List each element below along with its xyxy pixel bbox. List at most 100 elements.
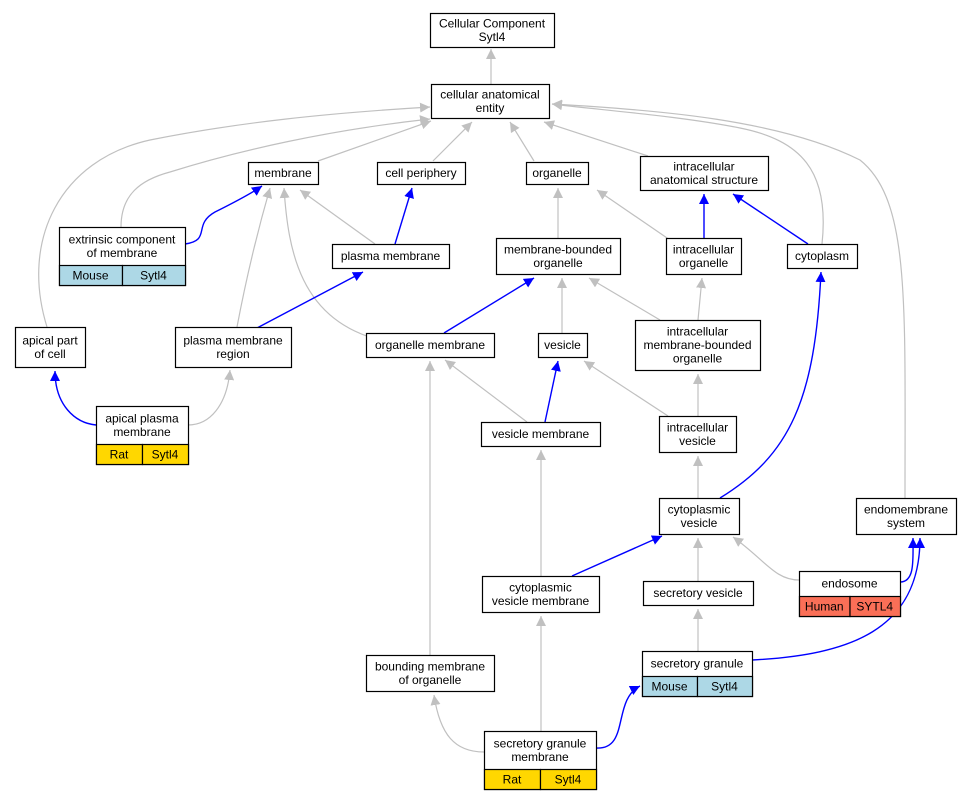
- edge-apm-to-pmr: [187, 369, 235, 426]
- edge-secgran-to-endosys: [751, 537, 925, 661]
- node-label-line: vesicle membrane: [492, 594, 590, 608]
- node-label-line: membrane: [254, 166, 312, 180]
- node-label-line: endosome: [821, 577, 877, 591]
- edge-imbo-to-mbo: [588, 277, 661, 321]
- gene-cell: [141, 443, 190, 466]
- edge-extrinsic-to-cae: [120, 115, 431, 228]
- node-label-line: bounding membrane: [375, 659, 485, 673]
- node-box: [658, 415, 738, 454]
- node-label-line: membrane-bounded: [504, 242, 612, 256]
- node-box: [430, 83, 551, 120]
- node-box: [665, 237, 743, 276]
- node-label-line: secretory vesicle: [653, 586, 743, 600]
- node-label-line: vesicle: [544, 338, 581, 352]
- node-label-line: secretory granule: [494, 736, 587, 750]
- node-membrane[interactable]: membrane: [247, 161, 320, 186]
- node-label-line: plasma membrane: [341, 249, 441, 263]
- node-box: [639, 155, 770, 192]
- edge-plasmamem-to-membrane: [299, 189, 376, 245]
- edge-extrinsic-to-membrane: [184, 185, 263, 245]
- node-label-line: of membrane: [87, 246, 158, 260]
- edge-ias-to-cae: [543, 120, 649, 157]
- node-label-line: anatomical structure: [650, 173, 758, 187]
- edge-layer: [38, 49, 925, 753]
- node-box: [174, 326, 293, 369]
- node-box: [429, 12, 556, 49]
- node-label-line: membrane: [511, 750, 569, 764]
- edge-cv-to-cytoplasm: [719, 271, 826, 499]
- node-vesmem[interactable]: vesicle membrane: [480, 421, 602, 448]
- edge-cytoplasm-to-cae: [551, 100, 824, 245]
- node-label-line: Sytl4: [479, 30, 506, 44]
- node-label-line: intracellular: [667, 325, 728, 339]
- edge-vesmem-to-vesicle: [544, 360, 561, 423]
- node-plasmamem[interactable]: plasma membrane: [331, 243, 451, 270]
- gene-label: Sytl4: [140, 269, 167, 283]
- node-vesicle[interactable]: vesicle: [537, 332, 589, 359]
- node-label-line: cytoplasmic: [668, 502, 731, 516]
- node-box: [658, 497, 741, 536]
- node-box: [642, 580, 755, 607]
- node-box: [786, 243, 859, 270]
- species-label: Mouse: [651, 680, 687, 694]
- node-label-line: intracellular: [673, 242, 734, 256]
- node-box: [14, 326, 87, 369]
- node-cytoplasm[interactable]: cytoplasm: [786, 243, 859, 270]
- edge-pmr-to-plasmamem: [256, 271, 364, 329]
- node-label-line: membrane-bounded: [643, 338, 751, 352]
- node-box: [376, 161, 467, 186]
- edge-imbo-to-io: [696, 277, 707, 321]
- node-label-line: entity: [476, 101, 505, 115]
- node-label-line: apical part: [22, 333, 78, 347]
- edge-plasmamem-to-cellper: [394, 187, 414, 245]
- node-box: [365, 332, 496, 359]
- node-secves[interactable]: secretory vesicle: [642, 580, 755, 607]
- species-label: Human: [805, 600, 844, 614]
- edge-vesmem-to-orgmem: [444, 359, 528, 423]
- node-box: [537, 332, 589, 359]
- edge-cvm-to-cv: [571, 535, 663, 577]
- edge-endosome-to-endosys: [899, 537, 919, 583]
- node-label-line: intracellular: [673, 159, 734, 173]
- gene-label: Sytl4: [555, 773, 582, 787]
- edge-orgmem-to-mbo: [443, 277, 535, 334]
- gene-cell: [121, 264, 187, 287]
- node-label-line: vesicle: [679, 434, 716, 448]
- node-box: [634, 319, 762, 372]
- node-box: [855, 497, 958, 536]
- node-label-line: of cell: [34, 347, 65, 361]
- node-label-line: endomembrane: [864, 502, 948, 516]
- node-box: [525, 161, 590, 186]
- node-label-line: extrinsic component: [69, 232, 176, 246]
- node-box: [481, 575, 601, 614]
- node-label-line: organelle: [532, 166, 582, 180]
- edge-organelle-to-cae: [509, 121, 535, 162]
- node-label-line: organelle: [673, 352, 723, 366]
- node-cellper[interactable]: cell periphery: [376, 161, 467, 186]
- edge-io-to-organelle: [596, 189, 671, 241]
- node-box: [365, 654, 496, 693]
- node-organelle[interactable]: organelle: [525, 161, 590, 186]
- node-orgmem[interactable]: organelle membrane: [365, 332, 496, 359]
- node-label-line: vesicle: [681, 516, 718, 530]
- node-label-line: organelle membrane: [375, 338, 485, 352]
